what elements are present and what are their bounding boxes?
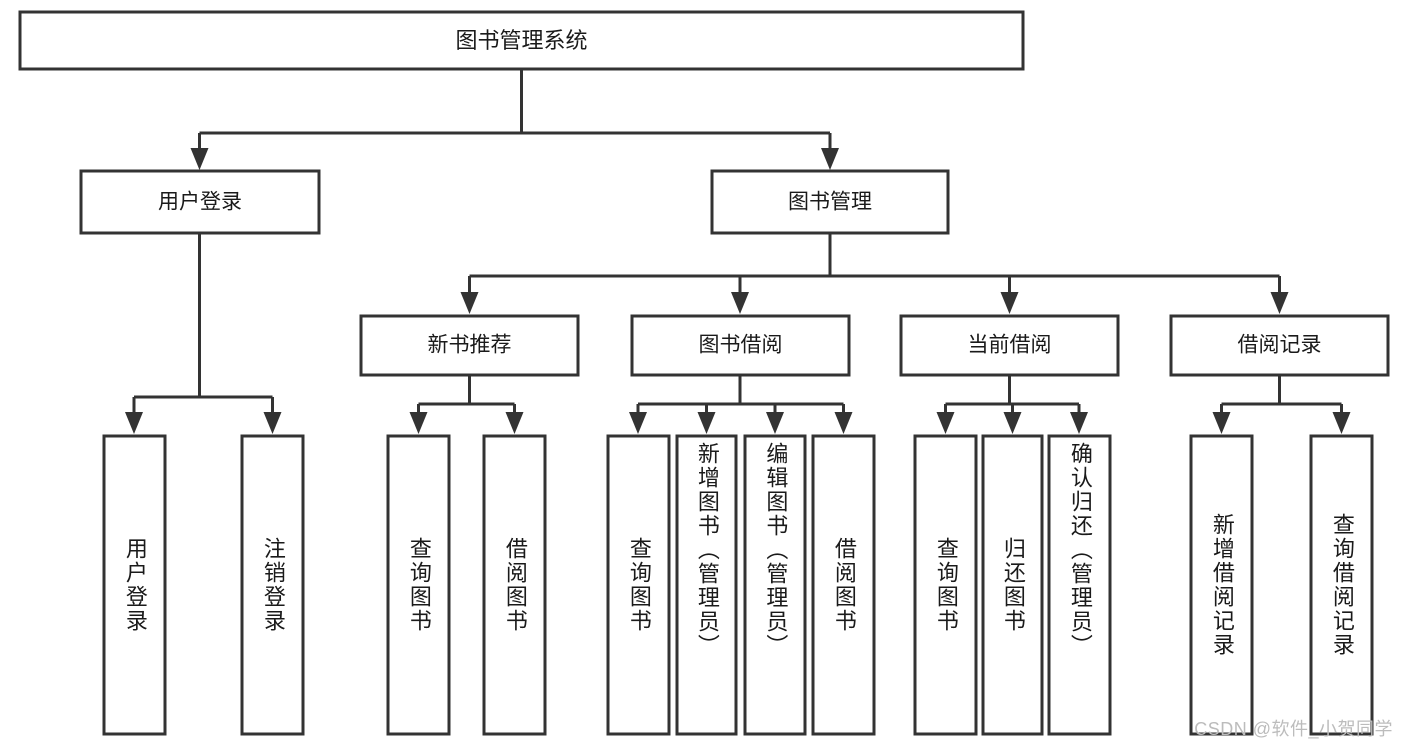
- node-leaf-query-book-1-box[interactable]: [386, 434, 451, 736]
- connector-group-book-borrow: [629, 375, 853, 434]
- connector-group-current-borrow: [936, 375, 1088, 434]
- arrow-to-leaf-logout: [263, 412, 282, 434]
- node-leaf-confirm-return-box[interactable]: [1047, 434, 1112, 736]
- node-leaf-borrow-book-2-box[interactable]: [811, 434, 876, 736]
- arrow-to-leaf-borrow-book-2: [834, 412, 853, 434]
- node-book-manage-box[interactable]: [710, 169, 950, 235]
- arrow-to-book-manage: [821, 148, 839, 170]
- connector-group-book-manage: [460, 233, 1289, 314]
- arrow-to-leaf-edit-book: [766, 412, 784, 434]
- node-root-label: 图书管理系统: [455, 28, 587, 53]
- node-leaf-query-book-3-box[interactable]: [913, 434, 978, 736]
- node-leaf-borrow-book-1-box[interactable]: [482, 434, 547, 736]
- node-user-login-label: 用户登录: [158, 191, 242, 214]
- connector-group-root: [190, 69, 839, 170]
- watermark-text: CSDN @软件_小贺同学: [1194, 719, 1393, 739]
- arrow-to-book-borrow: [731, 292, 749, 314]
- node-leaf-add-book-box[interactable]: [675, 434, 738, 736]
- node-current-borrow-label: 当前借阅: [968, 334, 1052, 357]
- node-current-borrow-box[interactable]: [899, 314, 1120, 377]
- node-root-box[interactable]: [18, 10, 1025, 71]
- arrow-to-user-login: [190, 148, 209, 170]
- arrow-to-leaf-query-book-1: [409, 412, 428, 434]
- node-leaf-add-record-box[interactable]: [1189, 434, 1254, 736]
- arrow-to-leaf-add-book: [697, 412, 716, 434]
- node-current-borrow[interactable]: 当前借阅: [899, 314, 1120, 377]
- node-book-borrow-label: 图书借阅: [699, 334, 783, 357]
- node-leaf-logout-box[interactable]: [240, 434, 305, 736]
- arrow-to-leaf-borrow-book-1: [505, 412, 524, 434]
- arrow-to-leaf-user-login: [125, 412, 143, 434]
- arrow-to-leaf-query-book-2: [629, 412, 647, 434]
- arrow-to-new-book-rec: [460, 292, 479, 314]
- node-book-manage[interactable]: 图书管理: [710, 169, 950, 235]
- node-new-book-rec[interactable]: 新书推荐: [359, 314, 580, 377]
- node-leaf-edit-book-box[interactable]: [743, 434, 807, 736]
- node-borrow-record-label: 借阅记录: [1238, 334, 1322, 357]
- arrow-to-leaf-query-record: [1332, 412, 1351, 434]
- node-leaf-user-login-box[interactable]: [102, 434, 167, 736]
- arrow-to-borrow-record: [1270, 292, 1289, 314]
- node-new-book-rec-box[interactable]: [359, 314, 580, 377]
- node-leaf-query-book-2-box[interactable]: [606, 434, 671, 736]
- node-new-book-rec-label: 新书推荐: [428, 334, 512, 357]
- arrow-to-leaf-query-book-3: [936, 412, 955, 434]
- node-book-manage-label: 图书管理: [788, 191, 872, 214]
- connector-group-user-login: [125, 233, 282, 434]
- node-book-borrow-box[interactable]: [630, 314, 851, 377]
- node-borrow-record-box[interactable]: [1169, 314, 1390, 377]
- node-book-borrow[interactable]: 图书借阅: [630, 314, 851, 377]
- node-borrow-record[interactable]: 借阅记录: [1169, 314, 1390, 377]
- arrow-to-current-borrow: [1000, 292, 1019, 314]
- node-leaf-return-book-box[interactable]: [981, 434, 1044, 736]
- arrow-to-leaf-return-book: [1003, 412, 1022, 434]
- node-user-login-box[interactable]: [79, 169, 321, 235]
- node-user-login[interactable]: 用户登录: [79, 169, 321, 235]
- connector-group-new-book-rec: [409, 375, 524, 434]
- arrow-to-leaf-add-record: [1212, 412, 1231, 434]
- node-root[interactable]: 图书管理系统: [18, 10, 1025, 71]
- node-leaf-query-record-box[interactable]: [1309, 434, 1374, 736]
- connector-group-borrow-record: [1212, 375, 1351, 434]
- arrow-to-leaf-confirm-return: [1070, 412, 1088, 434]
